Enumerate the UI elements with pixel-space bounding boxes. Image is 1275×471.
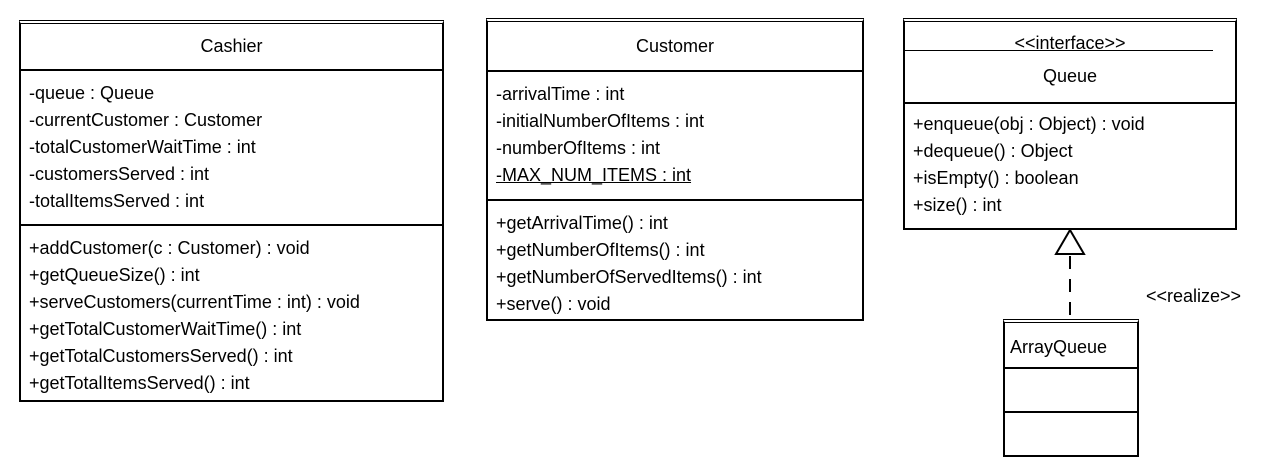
operations-section: +getArrivalTime() : int +getNumberOfItem…	[488, 199, 862, 318]
interface-queue: <<interface>> Queue +enqueue(obj : Objec…	[903, 18, 1237, 230]
class-name: ArrayQueue	[1010, 337, 1108, 357]
attributes-section: -queue : Queue -currentCustomer : Custom…	[21, 69, 442, 224]
attributes-section: -arrivalTime : int -initialNumberOfItems…	[488, 70, 862, 199]
attribute: -totalItemsServed : int	[29, 191, 205, 211]
class-name: Queue	[1042, 66, 1098, 86]
operation: +getTotalItemsServed() : int	[29, 373, 250, 393]
attribute: -currentCustomer : Customer	[29, 110, 263, 130]
operations-section: +addCustomer(c : Customer) : void +getQu…	[21, 224, 442, 397]
attribute: -initialNumberOfItems : int	[496, 111, 705, 131]
attribute: -numberOfItems : int	[496, 138, 661, 158]
realize-label: <<realize>>	[1146, 286, 1242, 306]
attribute: -totalCustomerWaitTime : int	[29, 137, 256, 157]
attribute: -arrivalTime : int	[496, 84, 625, 104]
class-cashier: Cashier -queue : Queue -currentCustomer …	[19, 20, 444, 402]
operation: +addCustomer(c : Customer) : void	[29, 238, 310, 258]
operations-section: +enqueue(obj : Object) : void +dequeue()…	[905, 102, 1235, 219]
operation: +enqueue(obj : Object) : void	[913, 114, 1145, 134]
class-name: Cashier	[200, 36, 263, 56]
operation: +getQueueSize() : int	[29, 265, 200, 285]
operation: +getTotalCustomersServed() : int	[29, 346, 293, 366]
operation: +isEmpty() : boolean	[913, 168, 1079, 188]
operation: +getNumberOfServedItems() : int	[496, 267, 762, 287]
static-attribute: -MAX_NUM_ITEMS : int	[496, 165, 692, 185]
interface-header: <<interface>> Queue	[905, 22, 1235, 102]
class-name: Customer	[635, 36, 715, 56]
attributes-section	[1005, 367, 1137, 411]
operations-section	[1005, 411, 1137, 451]
operation: +dequeue() : Object	[913, 141, 1073, 161]
realization-arrowhead	[1054, 228, 1086, 255]
operation: +serveCustomers(currentTime : int) : voi…	[29, 292, 360, 312]
attribute: -customersServed : int	[29, 164, 210, 184]
stereotype-divider	[905, 50, 1213, 51]
class-customer: Customer -arrivalTime : int -initialNumb…	[486, 18, 864, 321]
operation: +getNumberOfItems() : int	[496, 240, 705, 260]
operation: +getArrivalTime() : int	[496, 213, 668, 233]
class-arrayqueue: ArrayQueue	[1003, 319, 1139, 457]
operation: +serve() : void	[496, 294, 611, 314]
operation: +size() : int	[913, 195, 1002, 215]
attribute: -queue : Queue	[29, 83, 155, 103]
operation: +getTotalCustomerWaitTime() : int	[29, 319, 302, 339]
stereotype-label: <<interface>>	[1014, 33, 1126, 53]
